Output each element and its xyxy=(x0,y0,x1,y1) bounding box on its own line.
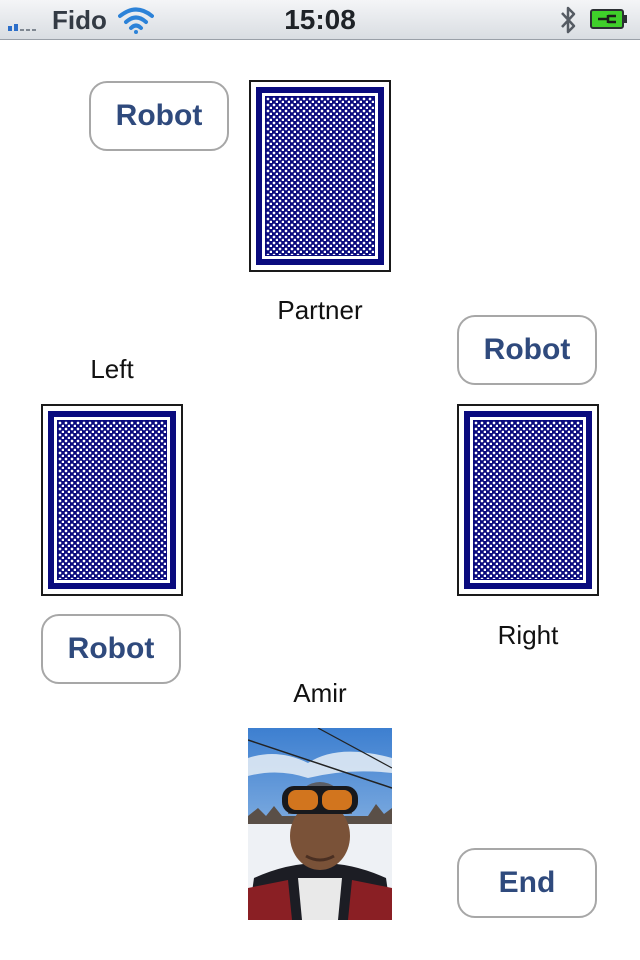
right-label: Right xyxy=(497,620,559,650)
status-bar: Fido 15:08 xyxy=(0,0,640,40)
right-robot-button[interactable]: Robot xyxy=(457,315,597,385)
end-button[interactable]: End xyxy=(457,848,597,918)
left-robot-button[interactable]: Robot xyxy=(41,614,181,684)
left-card-back xyxy=(41,404,183,596)
partner-label: Partner xyxy=(277,295,363,325)
partner-card-back xyxy=(249,80,391,272)
player-avatar xyxy=(248,728,392,920)
battery-charging-icon xyxy=(590,9,627,29)
carrier-label: Fido xyxy=(52,5,107,35)
partner-robot-button[interactable]: Robot xyxy=(89,81,229,151)
wifi-icon xyxy=(118,7,154,34)
right-card-back xyxy=(457,404,599,596)
bluetooth-icon xyxy=(561,6,576,34)
player-name-label: Amir xyxy=(293,678,347,708)
signal-icon xyxy=(8,24,36,31)
left-label: Left xyxy=(90,354,134,384)
clock: 15:08 xyxy=(284,4,356,35)
